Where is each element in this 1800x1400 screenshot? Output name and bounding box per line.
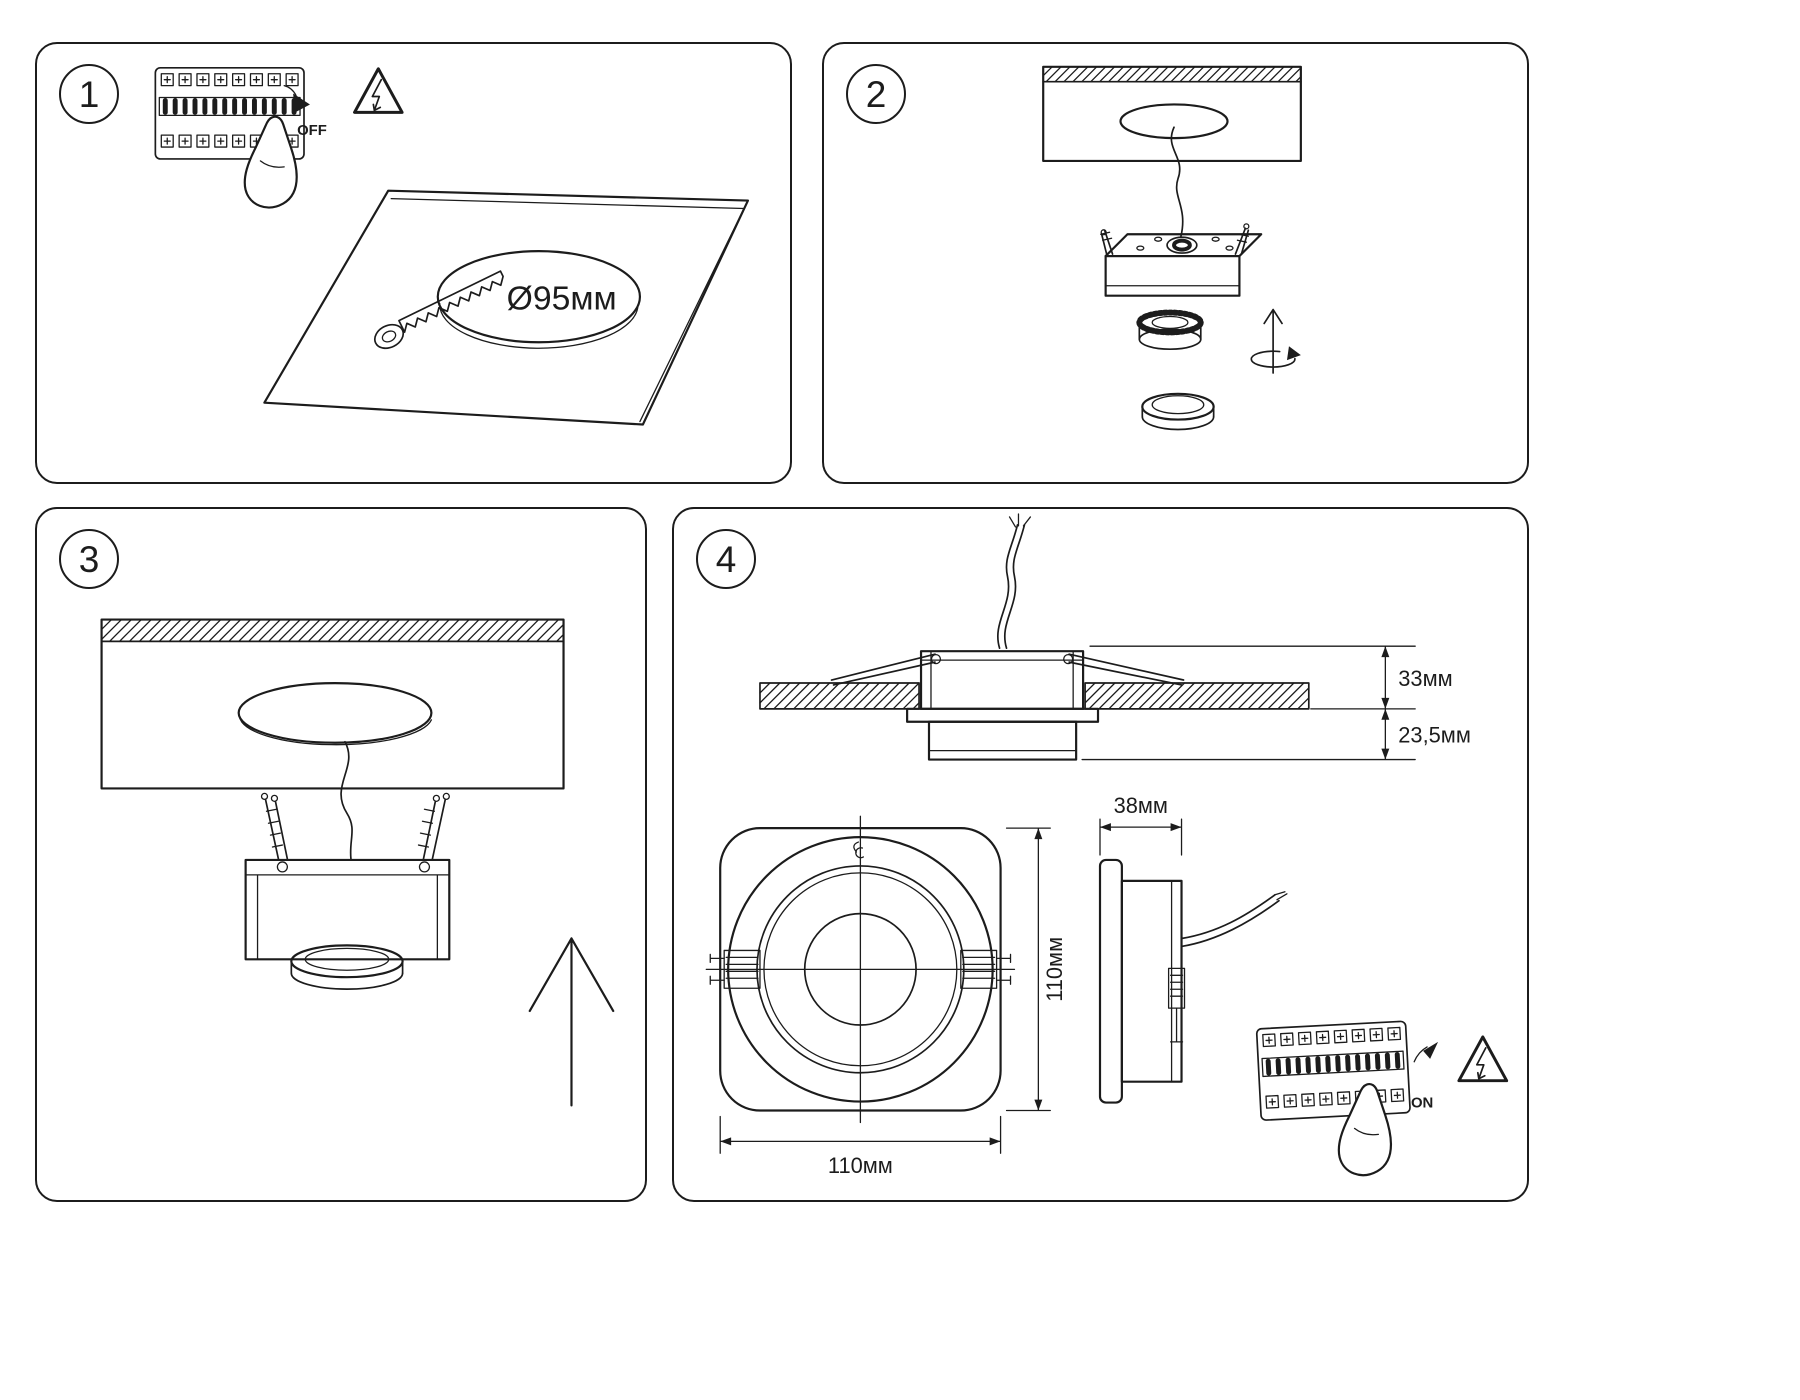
pointing-hand-icon [243, 115, 298, 209]
switch-direction-arrow [1413, 1046, 1428, 1063]
supply-wire [340, 740, 353, 860]
power-on-label: ON [1411, 1096, 1433, 1112]
step-3-badge: 3 [59, 529, 119, 589]
spring-clip-left [1100, 229, 1114, 255]
step-2-illustration [1042, 65, 1302, 431]
ceiling-cutout-drawing: Ø95мм [263, 189, 750, 426]
spring-clip-right [417, 792, 450, 860]
ceiling-hole [1119, 103, 1229, 140]
supply-wire [1170, 126, 1184, 238]
step-number-label: 1 [78, 73, 100, 115]
step-2-badge: 2 [846, 64, 906, 124]
trim-ring [290, 944, 404, 990]
step-number-label: 2 [865, 73, 887, 115]
fixture-housing-drawing [1100, 223, 1263, 297]
step-number-label: 3 [78, 538, 100, 580]
hanging-hook [853, 841, 865, 859]
spring-arm-left [830, 653, 942, 686]
step-3-illustration [100, 618, 615, 1107]
switch-direction-arrowhead [293, 93, 310, 113]
step-3-panel: 3 [35, 507, 647, 1202]
dim-33mm-label: 33мм [1398, 666, 1452, 691]
dim-110mm-width-label: 110мм [828, 1153, 893, 1178]
electric-warning-icon [353, 67, 404, 114]
spring-clip-right [1234, 223, 1250, 255]
clip-right [960, 949, 1012, 989]
ceiling-hole [237, 682, 433, 744]
dim-110mm-height-label: 110мм [1042, 937, 1067, 1002]
side-wire [1180, 893, 1280, 948]
dim-38mm-label: 38мм [1114, 793, 1168, 818]
side-view-drawing: 38мм [1098, 793, 1288, 1104]
switch-direction-arrowhead [1423, 1041, 1439, 1059]
gu10-bulb-icon [1136, 309, 1204, 351]
cutout-hole [436, 250, 642, 344]
step-2-panel: 2 [822, 42, 1529, 484]
spring-clip-left [260, 792, 289, 860]
step-1-illustration: OFF Ø95мм [154, 66, 750, 426]
ceiling-drawing [1042, 65, 1302, 163]
power-off-label: OFF [297, 123, 327, 139]
step-1-badge: 1 [59, 64, 119, 124]
step-1-panel: 1 OFF [35, 42, 792, 484]
step-4-panel: 4 [672, 507, 1529, 1202]
step-4-badge: 4 [696, 529, 756, 589]
fixture-with-springs-drawing [244, 792, 451, 990]
spring-arm-right [1063, 653, 1185, 686]
step-4-illustration: 33мм 23,5мм [705, 513, 1509, 1178]
terminal-block-icon [1255, 1020, 1411, 1121]
dimension-height: 110мм [1005, 827, 1067, 1112]
electric-warning-icon [1457, 1035, 1509, 1083]
dimension-recess: 33мм 23,5мм [1081, 645, 1471, 761]
dim-23-5mm-label: 23,5мм [1398, 723, 1471, 748]
trim-ring-drawing [1141, 392, 1215, 431]
installed-section-drawing: 33мм 23,5мм [759, 513, 1471, 761]
push-up-arrow [528, 937, 615, 1107]
dimension-depth: 38мм [1099, 793, 1183, 856]
cutout-diameter-label: Ø95мм [507, 281, 617, 318]
step-number-label: 4 [715, 538, 737, 580]
pointing-hand-icon [1337, 1082, 1392, 1177]
rotate-insert-arrow [1250, 308, 1301, 374]
side-clip [1167, 967, 1186, 1043]
clip-left [709, 949, 761, 989]
ceiling-section-drawing [100, 618, 565, 790]
supply-wire [997, 524, 1026, 650]
switch-direction-arrow [283, 84, 297, 97]
bottom-view-drawing: 110мм 110мм [705, 815, 1067, 1178]
dimension-width: 110мм [719, 1115, 1002, 1178]
saw-icon [373, 270, 504, 350]
